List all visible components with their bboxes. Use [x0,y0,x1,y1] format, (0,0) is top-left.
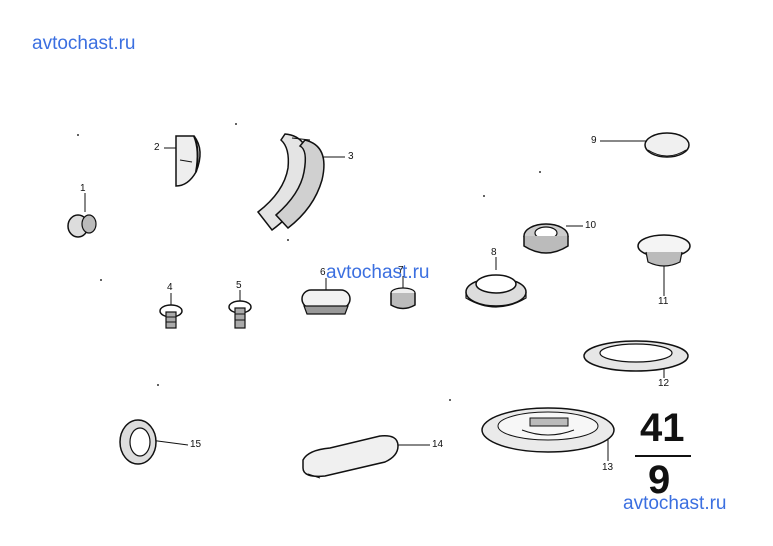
callout-7: 7 [398,265,404,276]
part-11-cap-plug [637,234,691,267]
callout-13: 13 [602,462,614,473]
callout-2: 2 [154,142,160,153]
group-divider [635,455,691,457]
part-8-grommet [465,274,527,308]
part-13-plate [481,407,615,453]
callout-11: 11 [658,296,669,307]
part-2-cap [175,135,201,187]
watermark-middle: avtochast.ru [326,262,430,283]
part-10-grommet [523,223,569,254]
callout-15: 15 [190,439,202,450]
callout-14: 14 [432,439,444,450]
part-6-oval-cap [301,289,351,315]
specks [77,123,541,401]
part-15-ring [119,419,157,465]
callout-3: 3 [348,151,354,162]
callout-5: 5 [236,280,242,291]
callout-1: 1 [80,183,86,194]
callout-12: 12 [658,378,670,389]
part-9-flat-plug [644,132,690,158]
watermark-top: avtochast.ru [32,33,136,54]
part-1-plug [67,214,97,238]
part-4-screw [159,304,183,329]
callout-4: 4 [167,282,173,293]
callout-10: 10 [585,220,597,231]
callout-8: 8 [491,247,497,258]
part-12-ring [583,340,689,372]
subgroup-number: 9 [648,458,671,502]
callout-9: 9 [591,135,597,146]
part-5-screw [228,300,252,329]
part-14-cover [302,434,399,479]
part-7-round-plug [390,287,416,310]
group-number: 41 [640,406,685,450]
callout-6: 6 [320,267,326,278]
part-3-seal-strip [256,133,325,232]
watermark-bottom: avtochast.ru [623,493,727,514]
